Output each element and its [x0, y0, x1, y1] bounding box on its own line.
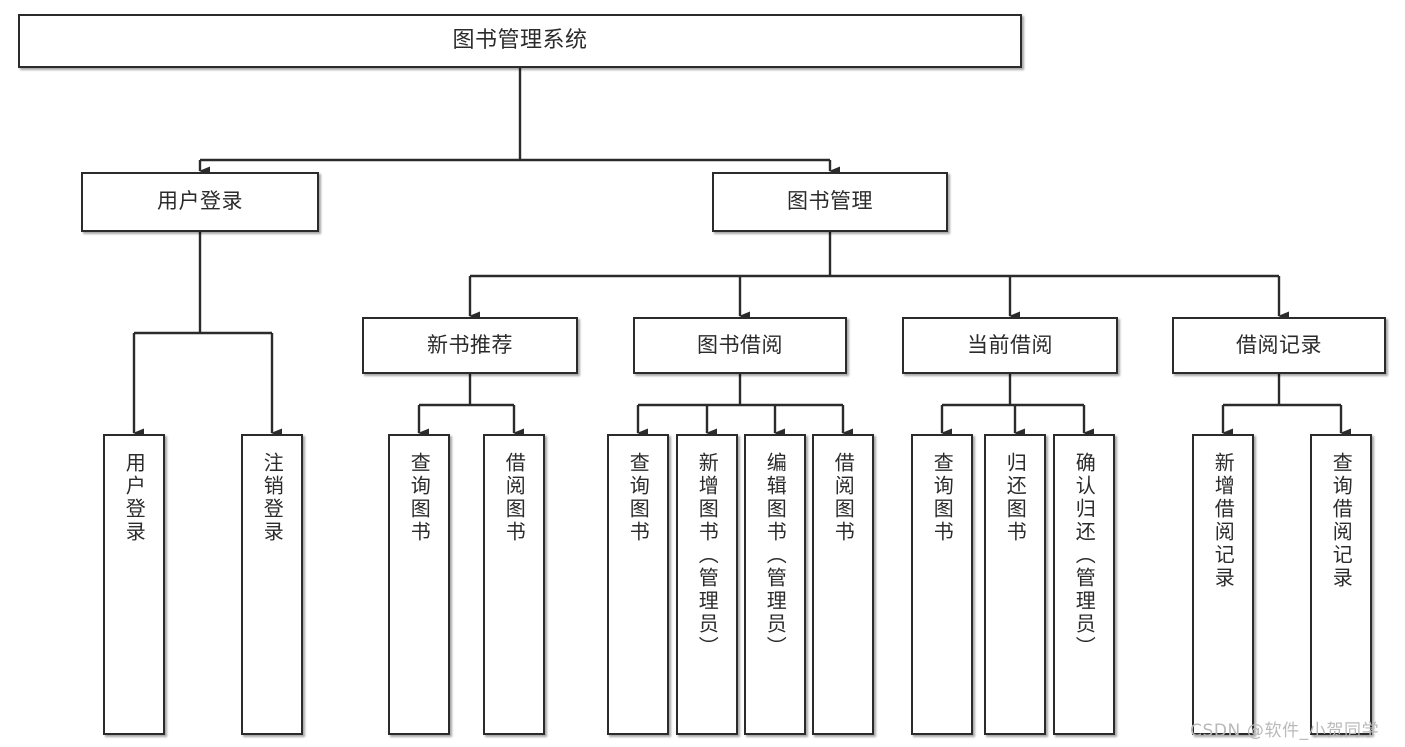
node-l2_1[interactable]: 图书借阅: [633, 317, 847, 374]
node-label: 图书借阅: [697, 332, 783, 357]
node-label: 新增借阅记录: [1211, 452, 1236, 590]
node-l2_2[interactable]: 当前借阅: [902, 317, 1118, 374]
node-label: 归还图书: [1003, 452, 1028, 544]
node-label: 查询图书: [626, 452, 651, 544]
node-label: 借阅图书: [502, 452, 527, 544]
node-label: 用户登录: [122, 452, 147, 544]
node-leaf_9[interactable]: 归还图书: [984, 434, 1046, 735]
node-leaf_2[interactable]: 查询图书: [388, 434, 450, 735]
node-label: 编辑图书（管理员）: [763, 452, 788, 659]
node-leaf_7[interactable]: 借阅图书: [812, 434, 874, 735]
node-label: 用户登录: [157, 189, 243, 214]
node-l1_1[interactable]: 图书管理: [712, 172, 948, 232]
node-leaf_11[interactable]: 新增借阅记录: [1192, 434, 1254, 735]
node-l1_0[interactable]: 用户登录: [81, 172, 319, 232]
node-leaf_1[interactable]: 注销登录: [241, 434, 303, 735]
node-leaf_0[interactable]: 用户登录: [103, 434, 165, 735]
node-label: 查询图书: [930, 452, 955, 544]
node-label: 查询借阅记录: [1329, 452, 1354, 590]
node-l2_0[interactable]: 新书推荐: [362, 317, 578, 374]
node-label: 借阅图书: [831, 452, 856, 544]
node-label: 查询图书: [407, 452, 432, 544]
node-leaf_12[interactable]: 查询借阅记录: [1310, 434, 1372, 735]
node-label: 新书推荐: [427, 332, 513, 357]
node-label: 新增图书（管理员）: [695, 452, 720, 659]
node-root[interactable]: 图书管理系统: [18, 14, 1022, 68]
node-label: 当前借阅: [967, 332, 1053, 357]
node-leaf_5[interactable]: 新增图书（管理员）: [676, 434, 738, 735]
node-leaf_4[interactable]: 查询图书: [607, 434, 669, 735]
node-leaf_6[interactable]: 编辑图书（管理员）: [744, 434, 806, 735]
node-label: 图书管理: [787, 189, 873, 214]
node-label: 图书管理系统: [452, 27, 588, 53]
node-leaf_10[interactable]: 确认归还（管理员）: [1053, 434, 1115, 735]
csdn-watermark: CSDN @软件_小贺同学: [1190, 721, 1380, 741]
node-label: 确认归还（管理员）: [1072, 452, 1097, 659]
node-leaf_8[interactable]: 查询图书: [911, 434, 973, 735]
node-label: 注销登录: [260, 452, 285, 544]
node-leaf_3[interactable]: 借阅图书: [483, 434, 545, 735]
node-label: 借阅记录: [1236, 332, 1322, 357]
node-l2_3[interactable]: 借阅记录: [1172, 317, 1386, 374]
